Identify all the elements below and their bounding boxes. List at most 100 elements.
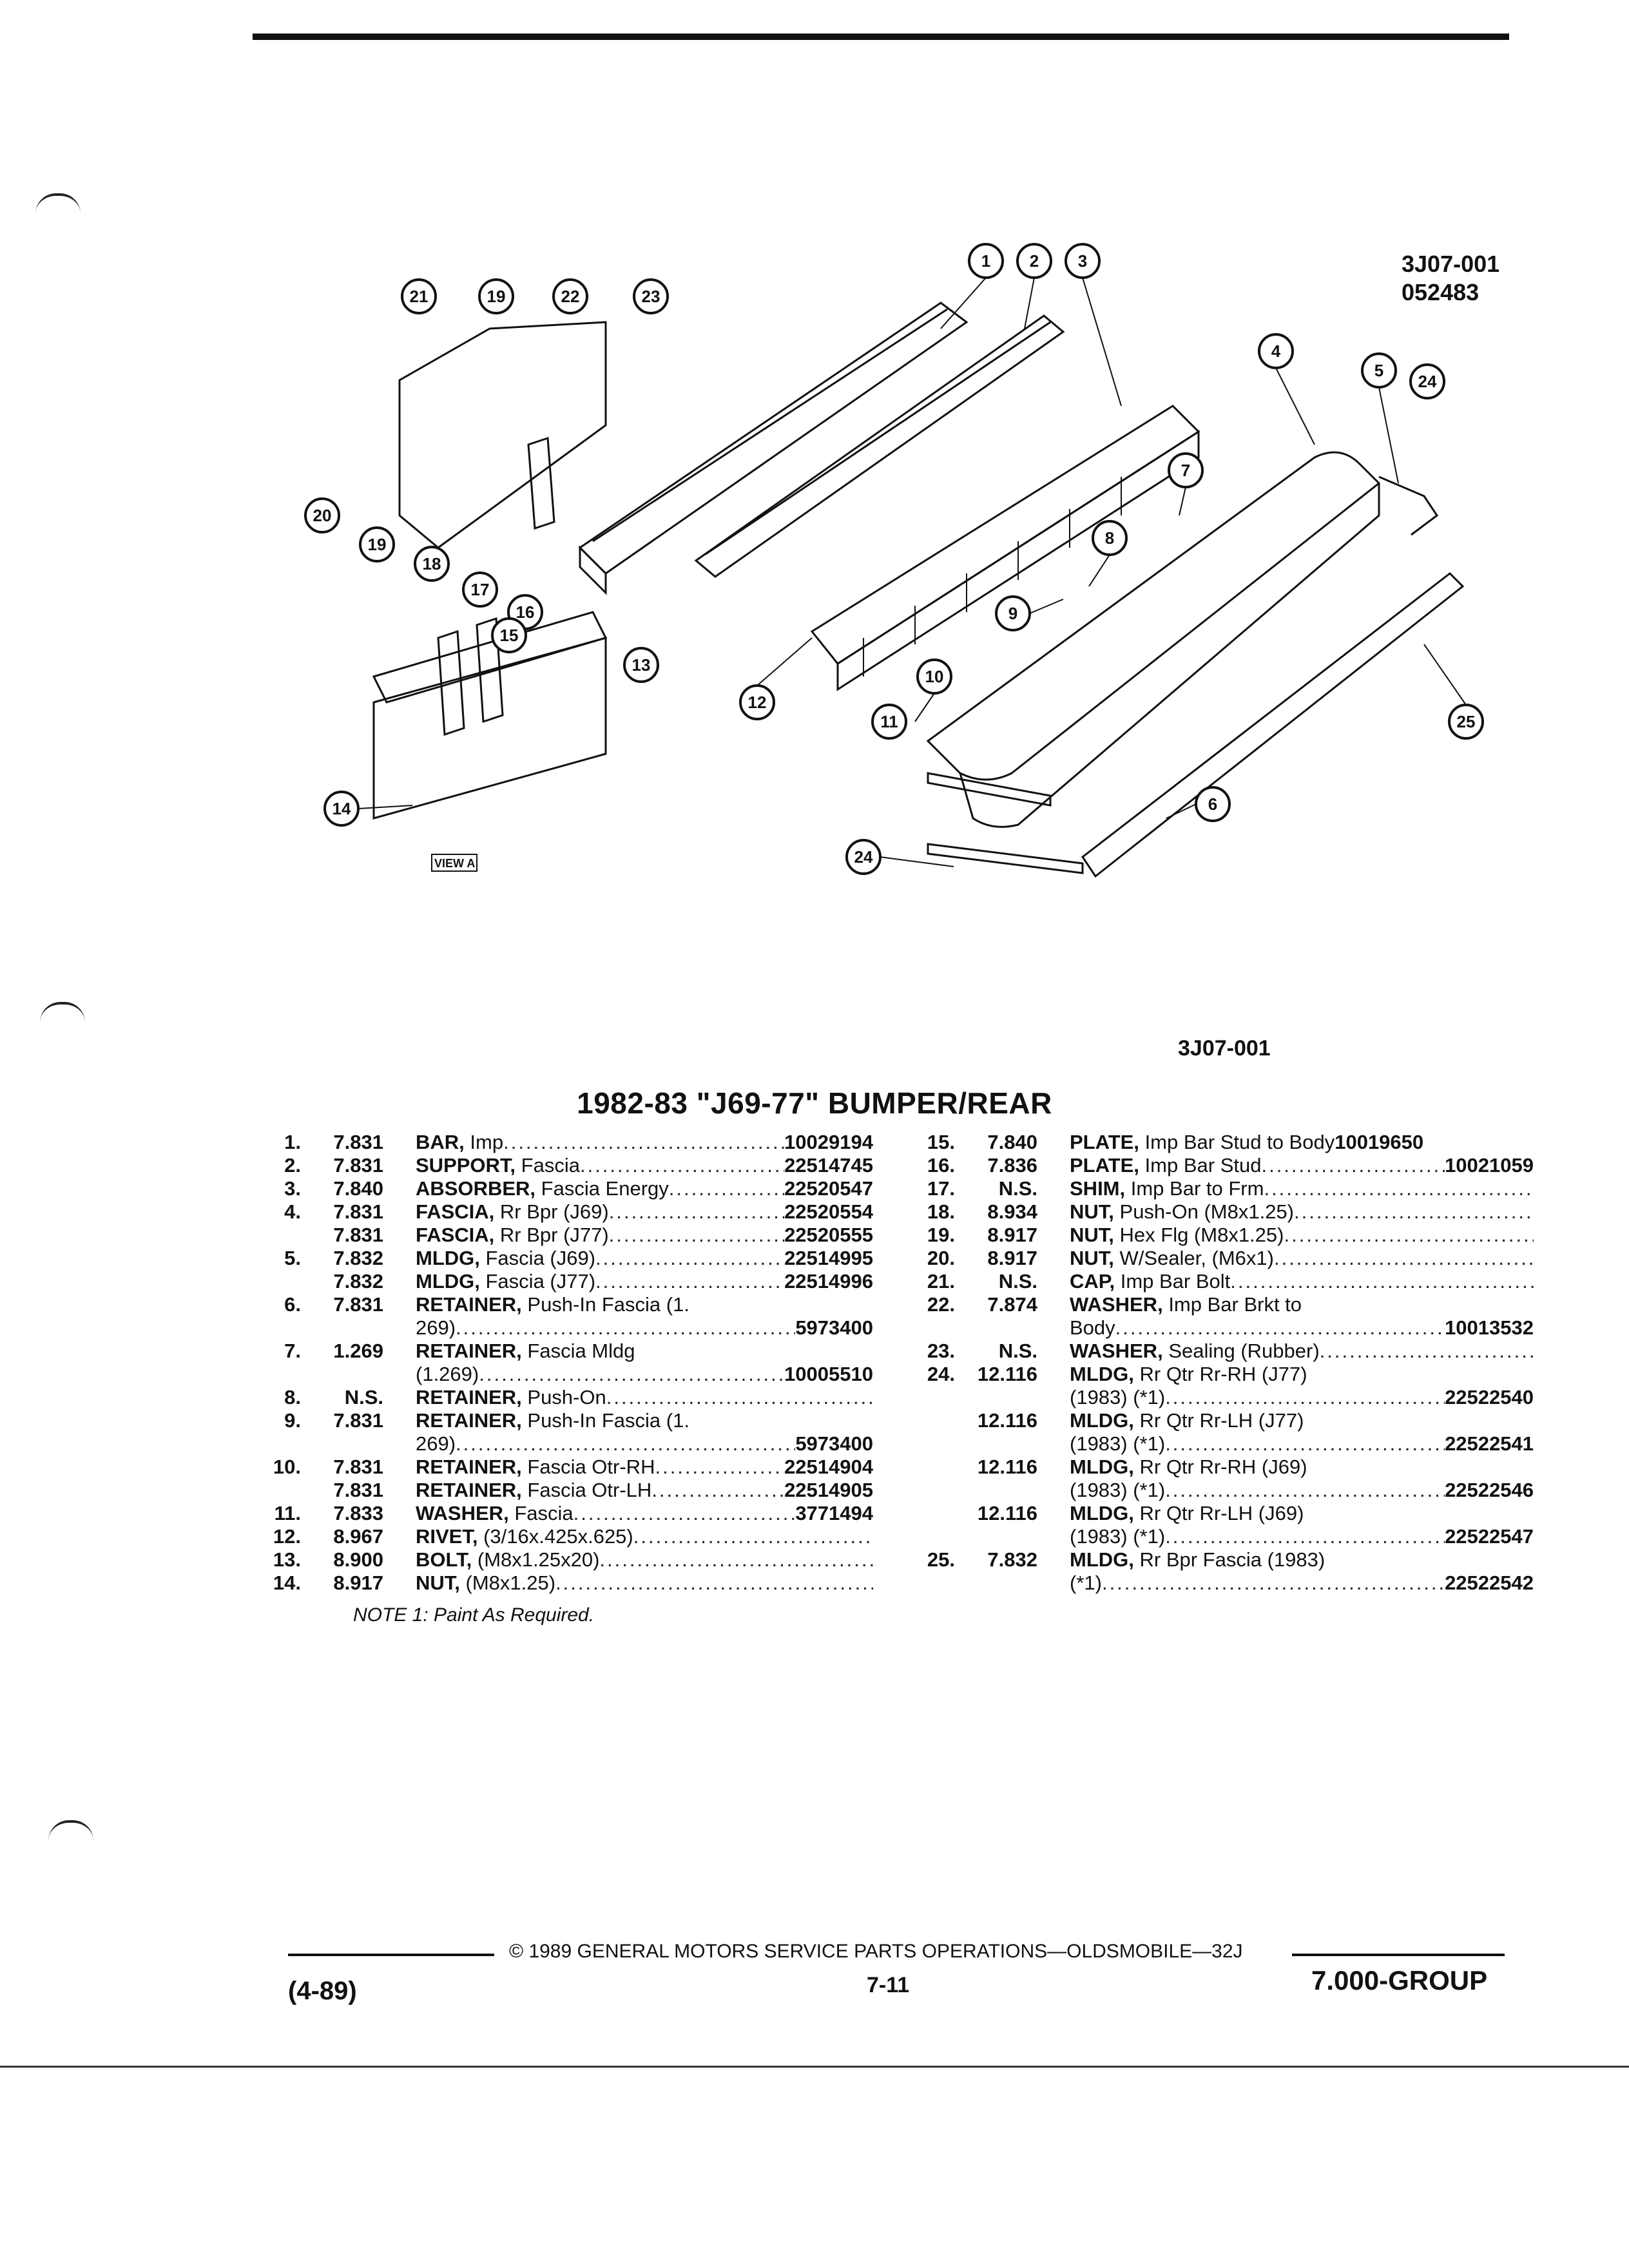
figure-code: 3J07-001 [1402,251,1499,277]
part-code: 10005510 [784,1363,873,1385]
part-number: 23. [927,1340,955,1362]
leader-dots: ........................................… [1101,1571,1445,1594]
part-text: Fascia Otr-LH [527,1479,652,1501]
part-description: MLDG, Fascia (J77) .....................… [416,1270,873,1293]
part-number: 21. [927,1270,955,1293]
part-name: WASHER, [416,1502,509,1524]
part-name: ABSORBER, [416,1177,536,1200]
part-name: MLDG, [1070,1409,1134,1432]
group-number: 7.840 [333,1177,383,1200]
group-number: 8.917 [333,1571,383,1594]
part-text: Push-In Fascia (1. [527,1293,689,1316]
part-description: MLDG, Rr Qtr Rr-LH (J69)(1983) (*1) ....… [1070,1502,1534,1548]
group-number: 7.831 [333,1131,383,1153]
callout-25: 25 [1457,712,1476,731]
part-code: 10021059 [1445,1154,1534,1177]
callout-18: 18 [423,554,441,573]
leader-dots: ........................................… [479,1363,784,1385]
leader-dots: ........................................… [1165,1432,1445,1455]
part-code: 10029194 [784,1131,873,1153]
part-name: MLDG, [1070,1502,1134,1524]
part-text-cont: (*1) [1070,1571,1102,1594]
callout-8: 8 [1105,528,1114,548]
part-name: CAP, [1070,1270,1115,1293]
part-code: 3771494 [795,1502,873,1524]
part-name: PLATE, [1070,1154,1139,1177]
part-description: MLDG, Rr Qtr Rr-RH (J69)(1983) (*1) ....… [1070,1456,1534,1502]
part-name: WASHER, [1070,1340,1163,1362]
part-number: 1. [284,1131,301,1153]
group-number: 8.917 [987,1224,1037,1246]
group-number: 7.874 [987,1293,1037,1316]
part-text: Fascia (J77) [485,1270,596,1293]
part-description: CAP, Imp Bar Bolt ......................… [1070,1270,1534,1293]
part-text-cont: (1983) (*1) [1070,1386,1166,1408]
part-description: SHIM, Imp Bar to Frm ...................… [1070,1177,1534,1200]
part-text: Rr Qtr Rr-RH (J69) [1139,1456,1307,1478]
group-number: 8.900 [333,1548,383,1571]
part-text-cont: (1983) (*1) [1070,1432,1166,1455]
part-description: NUT, W/Sealer, (M6x1) ..................… [1070,1247,1534,1270]
part-number: 4. [284,1200,301,1223]
part-name: RETAINER, [416,1340,522,1362]
leader-dots: ........................................… [1230,1270,1534,1293]
callout-1: 1 [981,251,990,271]
callout-20: 20 [313,506,332,525]
part-code: 22514745 [784,1154,873,1177]
part-text: Rr Bpr (J69) [499,1200,609,1223]
callout-17: 17 [471,580,490,599]
part-text: Imp [470,1131,504,1153]
callout-22: 22 [561,287,580,306]
leader-dots: ........................................… [606,1386,873,1408]
part-name: PLATE, [1070,1131,1139,1153]
part-description: MLDG, Rr Qtr Rr-RH (J77)(1983) (*1) ....… [1070,1363,1534,1409]
part-description: FASCIA, Rr Bpr (J69) ...................… [416,1200,873,1224]
callout-12: 12 [748,693,767,712]
part-text: Fascia Otr-RH [527,1456,655,1478]
part-description: RETAINER, Fascia Mldg(1.269) ...........… [416,1340,873,1386]
group-number: 7.831 [333,1293,383,1316]
part-text: Hex Flg (M8x1.25) [1119,1224,1284,1246]
group-number: 7.832 [987,1548,1037,1571]
part-code: 5973400 [795,1432,873,1455]
part-text-cont: 269) [416,1316,456,1339]
callout-21: 21 [410,287,429,306]
callout-19: 19 [487,287,506,306]
part-text: Push-In Fascia (1. [527,1409,689,1432]
leader-dots: ........................................… [1165,1386,1445,1408]
part-number: 12. [273,1525,301,1548]
part-code: 10019650 [1335,1131,1424,1153]
part-description: RIVET, (3/16x.425x.625) ................… [416,1525,873,1548]
part-description: RETAINER, Push-In Fascia (1.269) .......… [416,1293,873,1340]
leader-dots: ........................................… [608,1224,784,1246]
figure-code-bottom: 3J07-001 [1178,1036,1271,1061]
callout-9: 9 [1008,604,1017,623]
part-description: RETAINER, Fascia Otr-RH ................… [416,1456,873,1479]
leader-dots: ........................................… [633,1525,873,1548]
part-code: 5973400 [795,1316,873,1339]
part-text-cont: 269) [416,1432,456,1455]
part-code: 22520554 [784,1200,873,1223]
part-number: 2. [284,1154,301,1177]
part-text-cont: (1983) (*1) [1070,1479,1166,1501]
part-text: Rr Qtr Rr-LH (J77) [1139,1409,1304,1432]
part-description: WASHER, Sealing (Rubber) ...............… [1070,1340,1534,1363]
part-name: MLDG, [1070,1456,1134,1478]
group-number: 7.831 [333,1479,383,1501]
leader-dots: ........................................… [595,1247,784,1269]
part-number: 11. [274,1502,301,1524]
callout-13: 13 [632,655,651,675]
